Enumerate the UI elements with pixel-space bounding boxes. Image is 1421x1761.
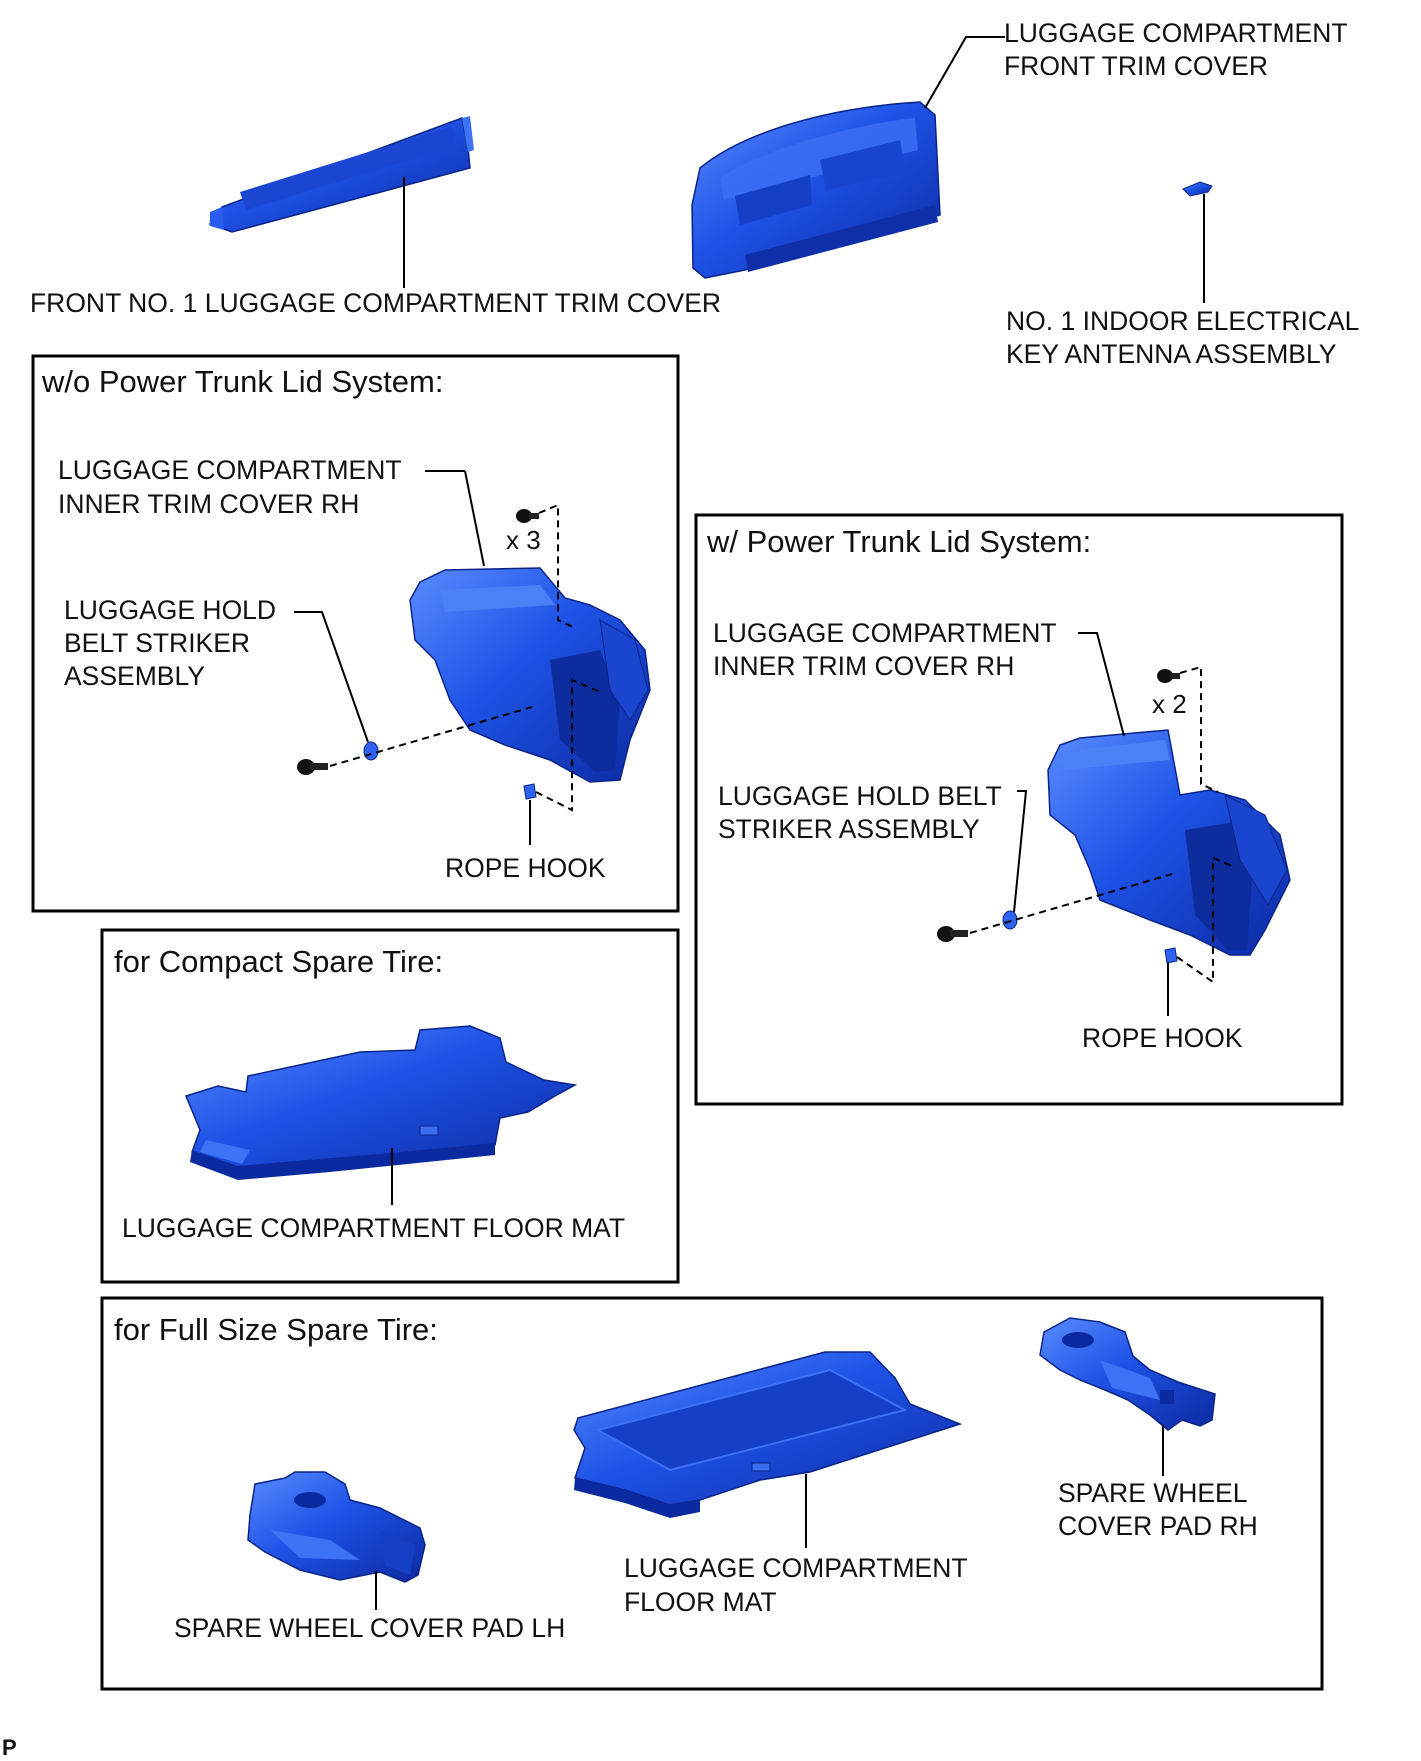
label-antenna-line2: KEY ANTENNA ASSEMBLY (1006, 339, 1337, 369)
dash-screw-wo (538, 503, 576, 629)
dash-hook-wo (535, 678, 601, 812)
title-compact: for Compact Spare Tire: (114, 944, 444, 979)
label-inner-trim-w-line2: INNER TRIM COVER RH (713, 651, 1015, 681)
label-inner-trim-w-line1: LUGGAGE COMPARTMENT (713, 618, 1057, 648)
bolt-w-part (937, 926, 968, 942)
panel-frame-w-power (694, 513, 1344, 1106)
label-pad-rh-line2: COVER PAD RH (1058, 1511, 1258, 1541)
inner-trim-cover-wo-part (409, 567, 651, 783)
front-trim-cover-part (208, 116, 474, 233)
panel-frame-full (100, 1296, 1324, 1691)
title-w-power: w/ Power Trunk Lid System: (707, 524, 1092, 559)
label-front-trim-cover: FRONT NO. 1 LUGGAGE COMPARTMENT TRIM COV… (30, 288, 722, 318)
spare-wheel-pad-lh-part (247, 1471, 426, 1583)
label-pad-lh: SPARE WHEEL COVER PAD LH (174, 1613, 566, 1643)
leader-inner-trim-w (1078, 632, 1125, 737)
title-wo-power: w/o Power Trunk Lid System: (42, 364, 444, 399)
label-belt-wo-line2: BELT STRIKER (64, 628, 251, 658)
spare-wheel-pad-rh-part (1039, 1317, 1216, 1431)
leader-belt-wo (294, 611, 369, 743)
leader-front-cover (924, 36, 1005, 109)
label-belt-w-line2: STRIKER ASSEMBLY (718, 814, 980, 844)
floor-mat-full-part (573, 1351, 963, 1518)
title-full: for Full Size Spare Tire: (114, 1312, 438, 1347)
qty-screws-wo: x 3 (506, 525, 541, 555)
label-belt-wo-line3: ASSEMBLY (64, 661, 205, 691)
belt-striker-clip-w-part (1002, 910, 1018, 930)
floor-mat-compact-part (184, 1025, 578, 1180)
label-floor-mat-compact: LUGGAGE COMPARTMENT FLOOR MAT (122, 1213, 626, 1243)
label-belt-wo-line1: LUGGAGE HOLD (64, 595, 277, 625)
bolt-wo-part (297, 759, 328, 775)
label-inner-trim-wo-line1: LUGGAGE COMPARTMENT (58, 455, 402, 485)
label-floor-mat-full-line1: LUGGAGE COMPARTMENT (624, 1553, 968, 1583)
label-front-cover-line2: FRONT TRIM COVER (1004, 51, 1269, 81)
footer-code: P (2, 1735, 17, 1760)
front-cover-part (691, 101, 941, 279)
antenna-part (1182, 181, 1213, 197)
label-inner-trim-wo-line2: INNER TRIM COVER RH (58, 489, 360, 519)
belt-striker-clip-wo-part (363, 741, 379, 761)
label-belt-w-line1: LUGGAGE HOLD BELT (718, 781, 1002, 811)
qty-screws-w: x 2 (1152, 689, 1187, 719)
screw-x3-wo-part (516, 509, 539, 523)
label-front-cover-line1: LUGGAGE COMPARTMENT (1004, 18, 1348, 48)
dash-screw-w (1179, 665, 1219, 793)
leader-inner-trim-wo-2 (464, 470, 485, 567)
panel-frame-compact (100, 928, 680, 1284)
label-floor-mat-full-line2: FLOOR MAT (624, 1587, 777, 1617)
label-rope-hook-w: ROPE HOOK (1082, 1023, 1243, 1053)
screw-x2-w-part (1157, 669, 1180, 683)
inner-trim-cover-w-part (1047, 729, 1291, 956)
rope-hook-w-part (1164, 947, 1178, 964)
label-antenna-line1: NO. 1 INDOOR ELECTRICAL (1006, 306, 1360, 336)
label-pad-rh-line1: SPARE WHEEL (1058, 1478, 1248, 1508)
rope-hook-wo-part (523, 783, 537, 800)
label-rope-hook-wo: ROPE HOOK (445, 853, 606, 883)
leader-belt-w (1013, 790, 1028, 913)
panel-frame-wo-power (31, 354, 680, 913)
